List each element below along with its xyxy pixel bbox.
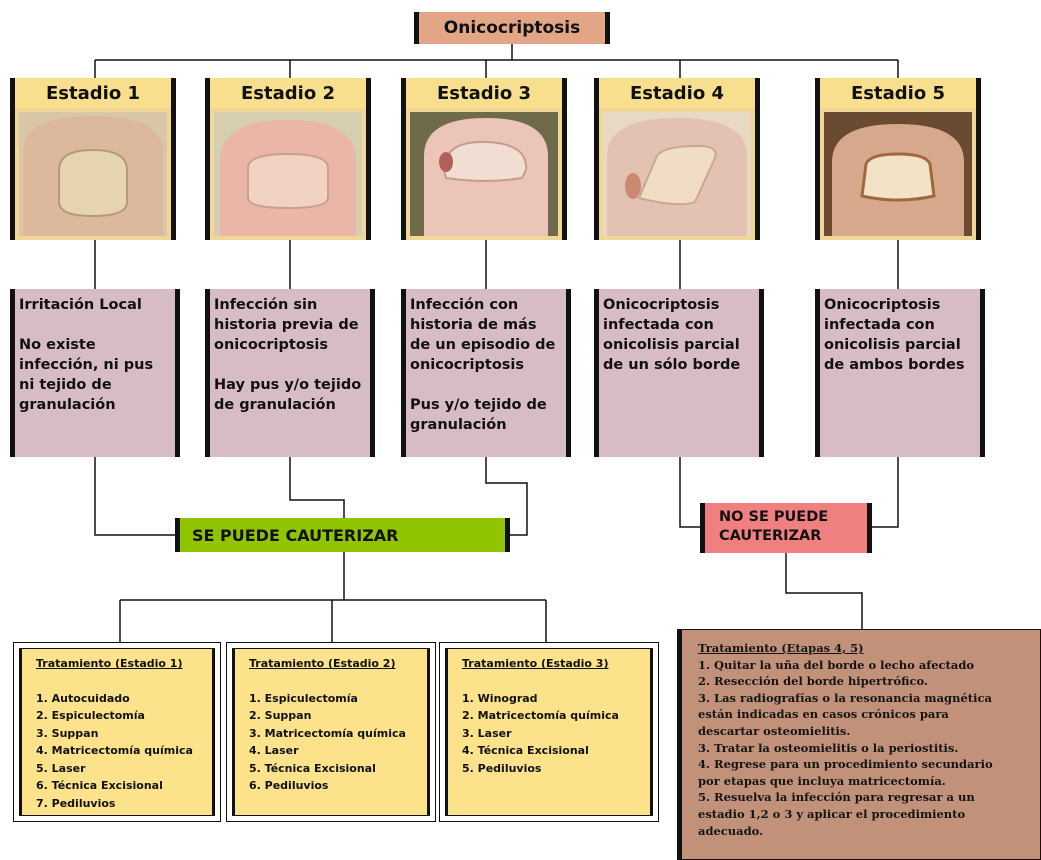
treatment-4-5-line: 3. Las radiografías o la resonancia magn… xyxy=(698,690,1034,707)
nail-stage-4-photo xyxy=(594,108,760,240)
nail-stage-2-photo xyxy=(205,108,371,240)
treatment-item: 7. Pediluvios xyxy=(36,795,204,813)
stage-5-description: Onicocriptosis infectada con onicolisis … xyxy=(815,289,985,457)
treatment-item: 1. Espiculectomía xyxy=(249,690,419,708)
treatment-stage-2-title: Tratamiento (Estadio 2) xyxy=(249,655,419,673)
stage-3-desc-line-2: Pus y/o tejido de granulación xyxy=(410,395,561,435)
treatment-4-5-title: Tratamiento (Etapas 4, 5) xyxy=(698,640,1034,657)
stage-4-header: Estadio 4 xyxy=(594,78,760,108)
treatment-4-5-line: están indicadas en casos crónicos para xyxy=(698,706,1034,723)
treatment-stage-1-box: Tratamiento (Estadio 1) 1. Autocuidado 2… xyxy=(13,642,221,822)
treatment-4-5-line: descartar osteomielitis. xyxy=(698,723,1034,740)
cannot-cauterize-box: NO SE PUEDE CAUTERIZAR xyxy=(700,503,872,553)
stage-3-description: Infección con historia de más de un epis… xyxy=(401,289,571,457)
stage-1-header: Estadio 1 xyxy=(10,78,176,108)
treatment-item: 2. Suppan xyxy=(249,707,419,725)
treatment-stage-1-title: Tratamiento (Estadio 1) xyxy=(36,655,204,673)
stage-1-desc-line-2: No existe infección, ni pus ni tejido de… xyxy=(19,335,170,415)
treatment-stage-1-list: 1. Autocuidado 2. Espiculectomía 3. Supp… xyxy=(36,690,204,813)
treatment-item: 4. Técnica Excisional xyxy=(462,742,642,760)
toe-illustration-4 xyxy=(603,112,751,236)
treatment-stage-2-list: 1. Espiculectomía 2. Suppan 3. Matricect… xyxy=(249,690,419,795)
treatment-item: 6. Pediluvios xyxy=(249,777,419,795)
treatment-4-5-line: 4. Regrese para un procedimiento secunda… xyxy=(698,756,1034,773)
treatment-item: 3. Matricectomía química xyxy=(249,725,419,743)
treatment-item: 1. Winograd xyxy=(462,690,642,708)
nail-stage-3-photo xyxy=(401,108,567,240)
toe-illustration-1 xyxy=(19,112,167,236)
stage-3-desc-line-1: Infección con historia de más de un epis… xyxy=(410,295,561,375)
stage-3-header: Estadio 3 xyxy=(401,78,567,108)
nail-stage-1-photo xyxy=(10,108,176,240)
stage-4-desc-line-1: Onicocriptosis infectada con onicolisis … xyxy=(603,295,754,375)
treatment-4-5-line: 3. Tratar la osteomielitis o la periosti… xyxy=(698,740,1034,757)
treatment-stage-3-list: 1. Winograd 2. Matricectomía química 3. … xyxy=(462,690,642,778)
treatment-item: 3. Laser xyxy=(462,725,642,743)
treatment-4-5-line: 2. Resección del borde hipertrófico. xyxy=(698,673,1034,690)
nail-stage-5-photo xyxy=(815,108,981,240)
treatment-item: 2. Espiculectomía xyxy=(36,707,204,725)
treatment-item: 5. Técnica Excisional xyxy=(249,760,419,778)
stage-2-desc-line-1: Infección sin historia previa de onicocr… xyxy=(214,295,365,355)
treatment-item: 4. Laser xyxy=(249,742,419,760)
stage-1-description: Irritación Local No existe infección, ni… xyxy=(10,289,180,457)
toe-illustration-5 xyxy=(824,112,972,236)
treatment-stages-4-5-box: Tratamiento (Etapas 4, 5) 1. Quitar la u… xyxy=(677,629,1041,860)
treatment-item: 5. Laser xyxy=(36,760,204,778)
stage-2-desc-line-2: Hay pus y/o tejido de granulación xyxy=(214,375,365,415)
treatment-stage-2-box: Tratamiento (Estadio 2) 1. Espiculectomí… xyxy=(226,642,436,822)
stage-4-description: Onicocriptosis infectada con onicolisis … xyxy=(594,289,764,457)
treatment-4-5-line: adecuado. xyxy=(698,823,1034,840)
treatment-stage-3-box: Tratamiento (Estadio 3) 1. Winograd 2. M… xyxy=(439,642,659,822)
stage-5-desc-line-1: Onicocriptosis infectada con onicolisis … xyxy=(824,295,975,375)
toe-illustration-2 xyxy=(214,112,362,236)
stage-1-desc-line-1: Irritación Local xyxy=(19,295,170,315)
treatment-item: 4. Matricectomía química xyxy=(36,742,204,760)
treatment-4-5-line: 5. Resuelva la infección para regresar a… xyxy=(698,789,1034,806)
treatment-item: 5. Pediluvios xyxy=(462,760,642,778)
stage-2-description: Infección sin historia previa de onicocr… xyxy=(205,289,375,457)
treatment-4-5-line: estadio 1,2 o 3 y aplicar el procedimien… xyxy=(698,806,1034,823)
treatment-stage-3-title: Tratamiento (Estadio 3) xyxy=(462,655,642,673)
treatment-4-5-line: por etapas que incluya matricectomía. xyxy=(698,773,1034,790)
treatment-item: 6. Técnica Excisional xyxy=(36,777,204,795)
treatment-item: 3. Suppan xyxy=(36,725,204,743)
toe-illustration-3 xyxy=(410,112,558,236)
diagram-title: Onicocriptosis xyxy=(414,12,610,44)
can-cauterize-box: SE PUEDE CAUTERIZAR xyxy=(175,518,510,552)
stage-2-header: Estadio 2 xyxy=(205,78,371,108)
treatment-item: 1. Autocuidado xyxy=(36,690,204,708)
treatment-4-5-line: 1. Quitar la uña del borde o lecho afect… xyxy=(698,657,1034,674)
stage-5-header: Estadio 5 xyxy=(815,78,981,108)
treatment-item: 2. Matricectomía química xyxy=(462,707,642,725)
